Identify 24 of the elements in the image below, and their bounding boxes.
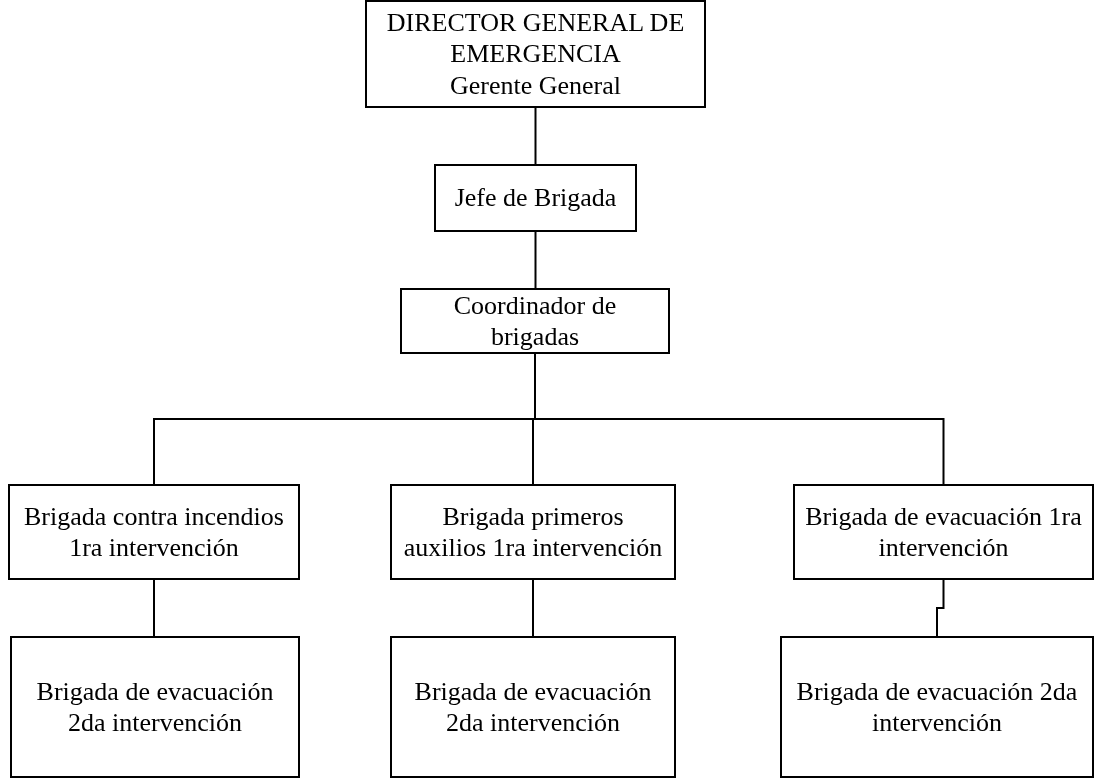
connector-line bbox=[936, 579, 945, 637]
role-title: Brigada de evacuación 1ra intervención bbox=[805, 500, 1082, 564]
org-box bbox=[390, 484, 676, 580]
connector-line bbox=[153, 579, 155, 637]
connector-line bbox=[532, 579, 534, 637]
org-box bbox=[793, 484, 1094, 580]
org-box bbox=[10, 636, 300, 778]
connector-line bbox=[534, 231, 537, 289]
org-box bbox=[780, 636, 1094, 778]
org-box bbox=[390, 636, 676, 778]
role-title: Brigada de evacuación 2da intervención bbox=[35, 675, 275, 739]
role-title: DIRECTOR GENERAL DE EMERGENCIA bbox=[385, 7, 686, 70]
role-title: Jefe de Brigada bbox=[454, 182, 617, 214]
role-title: Brigada de evacuación 2da intervención bbox=[413, 675, 653, 739]
role-subtitle: Gerente General bbox=[449, 69, 622, 101]
org-box bbox=[434, 164, 637, 232]
role-title: Brigada de evacuación 2da intervención bbox=[795, 675, 1079, 739]
role-title: Coordinador de brigadas bbox=[452, 289, 618, 353]
org-box bbox=[400, 288, 670, 354]
role-title: Brigada contra incendios 1ra intervención bbox=[23, 500, 285, 564]
org-box bbox=[8, 484, 300, 580]
org-box bbox=[365, 0, 706, 108]
connector-line bbox=[534, 107, 537, 165]
role-title: Brigada primeros auxilios 1ra intervención bbox=[402, 500, 664, 564]
